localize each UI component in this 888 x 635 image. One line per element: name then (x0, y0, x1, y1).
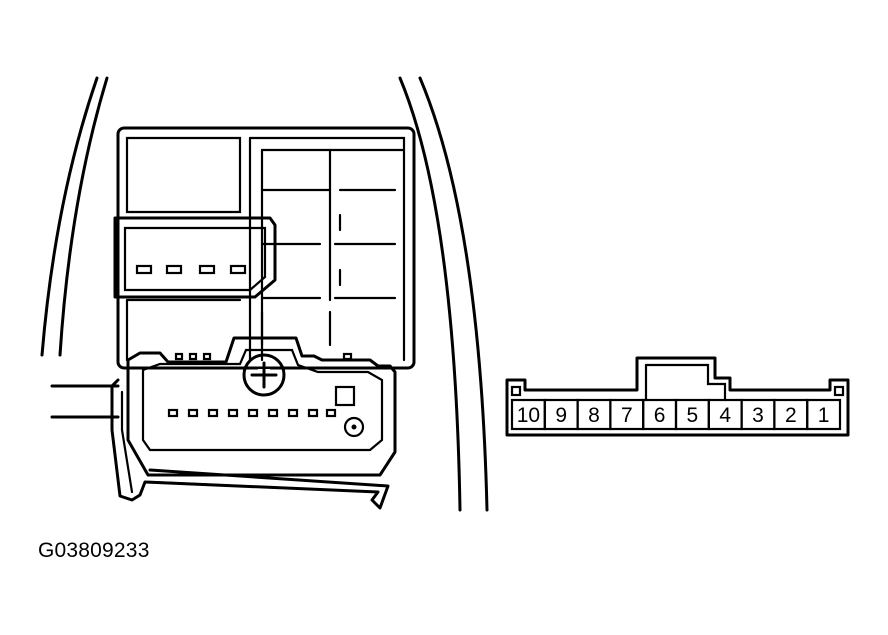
figure-code: G03809233 (38, 539, 150, 562)
pin-label-9: 9 (555, 404, 567, 427)
pin-label-5: 5 (687, 404, 699, 427)
junction-block (116, 126, 416, 370)
pin-label-7: 7 (621, 404, 633, 427)
pin-label-3: 3 (752, 404, 764, 427)
wire-harness (50, 384, 120, 419)
pin-label-1: 1 (818, 404, 830, 427)
harness-connector-housing (126, 336, 397, 477)
pin-cell-1 (806, 398, 842, 431)
relay-connector (113, 216, 277, 299)
connector-bracket (110, 378, 390, 510)
body-panel-right-lines (398, 76, 489, 512)
pin-label-10: 10 (517, 404, 540, 427)
pin-label-4: 4 (719, 404, 731, 427)
pin-label-6: 6 (654, 404, 666, 427)
pin-label-2: 2 (785, 404, 797, 427)
body-panel-left-lines (40, 76, 109, 357)
pin-label-8: 8 (588, 404, 600, 427)
